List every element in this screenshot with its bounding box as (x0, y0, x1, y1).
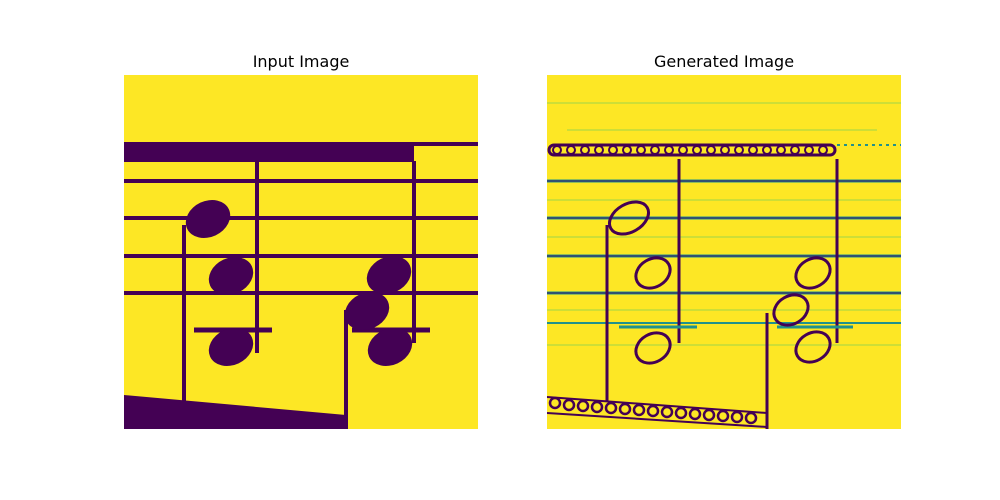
input-image-title: Input Image (252, 52, 350, 71)
generated-image-title: Generated Image (653, 52, 795, 71)
image-background (124, 75, 478, 429)
generated-image (547, 75, 901, 429)
beam-top (124, 142, 414, 162)
note-stems (182, 161, 416, 429)
beam-bottom-beads (548, 396, 758, 425)
note-stems (605, 159, 839, 429)
beam-bottom (124, 395, 346, 429)
beam-top-outline (547, 143, 837, 157)
input-image (124, 75, 478, 429)
image-background (547, 75, 901, 429)
beam-top-beads (552, 145, 828, 155)
noteheads (185, 200, 413, 366)
noteheads (608, 200, 832, 365)
